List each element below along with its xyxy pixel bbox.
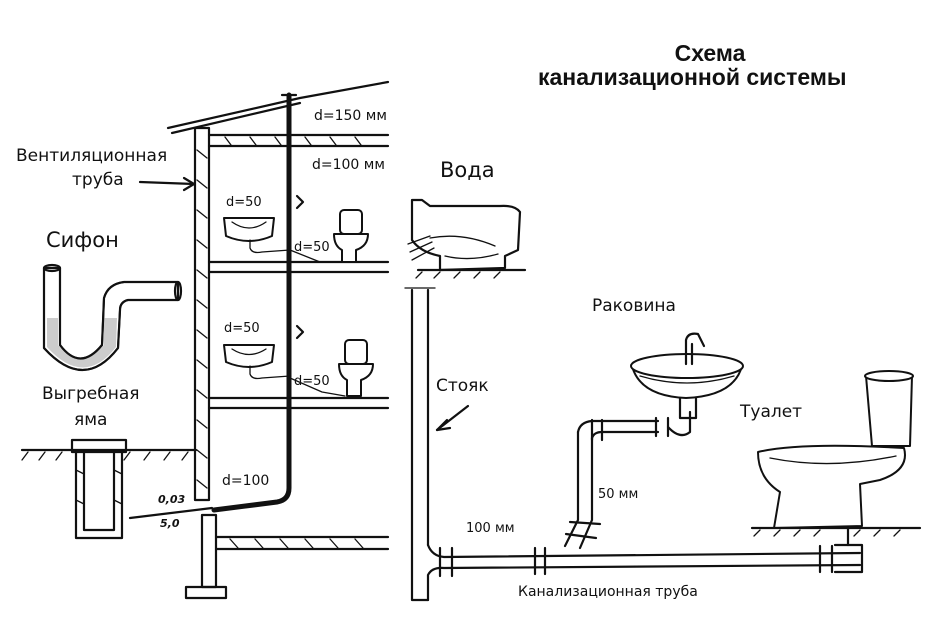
basement-wall (200, 513, 218, 589)
dim-d100-bottom: d=100 (222, 473, 270, 489)
dim-slope: 0,03 (158, 493, 186, 506)
vent-pipe-label-line2: труба (72, 170, 124, 190)
cesspit-drawing (70, 438, 128, 540)
dim-d50-sink-top: d=50 (226, 195, 262, 210)
roof-line (166, 80, 390, 130)
vent-pipe-label-line1: Вентиляционная (16, 146, 168, 166)
attic-floor (207, 133, 390, 148)
title-line1: Схема (674, 40, 746, 66)
sink-drawing (630, 332, 744, 420)
water-flush-illustration (407, 198, 527, 279)
dim-d150: d=150 мм (314, 108, 387, 124)
lower-toilet (289, 339, 374, 397)
building-cross-section (20, 80, 390, 600)
toilet-drawing (750, 370, 922, 547)
left-wall (193, 126, 211, 502)
riser-drawing (404, 287, 862, 602)
basement-floor (214, 535, 390, 551)
second-floor (207, 260, 390, 274)
vent-pipe-pointer (138, 176, 196, 192)
cesspit-label-line2: яма (74, 410, 108, 430)
dim-d50-toilet-top: d=50 (294, 240, 330, 255)
lower-sink (223, 344, 291, 380)
upper-toilet (289, 209, 369, 263)
title-line2: канализационной системы (538, 64, 847, 90)
dim-d50-sink-mid: d=50 (224, 321, 260, 336)
siphon-label: Сифон (46, 228, 119, 252)
building-riser-pipe (128, 92, 305, 520)
sewer-pipe-label: Канализационная труба (518, 584, 698, 600)
dim-d100-top: d=100 мм (312, 157, 385, 173)
sewer-pipe-drawing (533, 410, 864, 576)
upper-sink (223, 217, 291, 254)
siphon-drawing (42, 263, 183, 371)
riser-label: Стояк (436, 376, 489, 396)
dim-pipe-50: 50 мм (598, 487, 639, 502)
dim-d50-toilet-mid: d=50 (294, 374, 330, 389)
toilet-label: Туалет (740, 402, 803, 422)
water-label: Вода (440, 158, 495, 182)
cesspit-label-line1: Выгребная (42, 384, 140, 404)
dim-pipe-100: 100 мм (466, 521, 515, 536)
dim-depth: 5,0 (160, 517, 180, 530)
sink-label: Раковина (592, 296, 676, 316)
first-floor (207, 396, 390, 410)
